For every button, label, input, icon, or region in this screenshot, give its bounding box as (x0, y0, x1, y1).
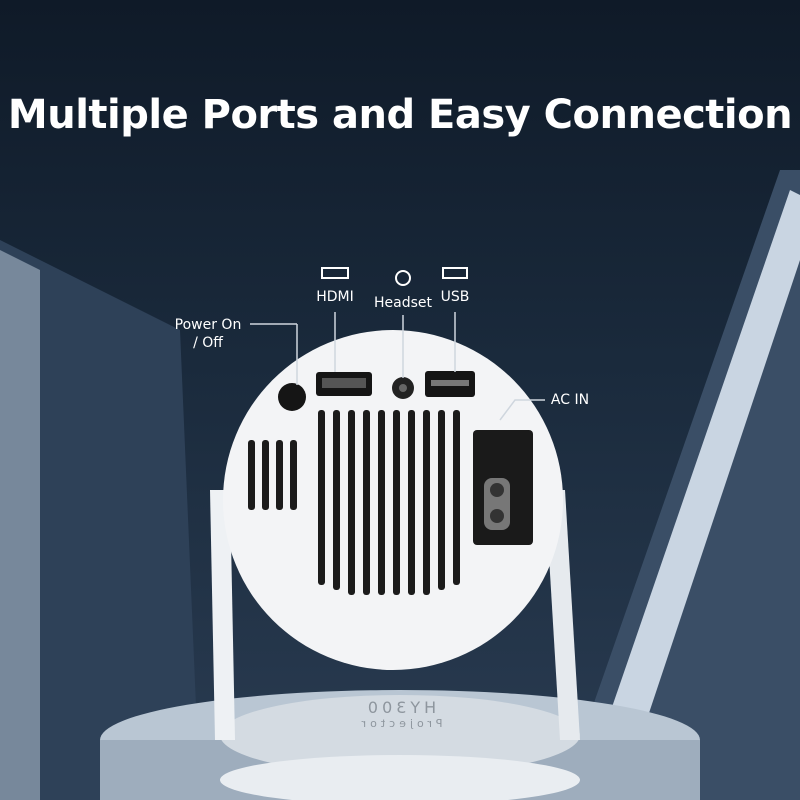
vent-slot (378, 410, 385, 595)
usb-label: USB (440, 289, 470, 305)
vent-slot (318, 410, 325, 585)
vent-slot (276, 440, 283, 510)
power-label-line1: Power On (174, 317, 242, 333)
ac-in-leader-line (499, 399, 545, 421)
headset-label: Headset (373, 295, 432, 311)
ac-in-pin (490, 509, 504, 523)
vent-slot (423, 410, 430, 595)
power-label-line2: / Off (193, 335, 223, 351)
plate-brand: HY300 (363, 698, 437, 717)
usb-port-inner (431, 380, 469, 386)
vent-slot (333, 410, 340, 590)
headset-port-inner (399, 384, 407, 392)
power-button (278, 383, 306, 411)
vent-slot (438, 410, 445, 590)
hdmi-label: HDMI (316, 289, 354, 305)
left-pillar-highlight (0, 250, 40, 800)
right-pillar-highlight (580, 190, 800, 800)
base-plate (220, 695, 580, 775)
stand-left-arm (210, 490, 235, 740)
ac-in-pin (490, 483, 504, 497)
power-label: Power On / Off (168, 316, 248, 352)
ac-in-label: AC IN (550, 392, 590, 408)
vent-slot (248, 440, 255, 510)
plate-logo: HY300 Projector (330, 698, 470, 732)
vent-slot (393, 410, 400, 595)
page-title: Multiple Ports and Easy Connection (7, 92, 793, 138)
plate-sub: Projector (357, 717, 443, 730)
left-pillar (0, 240, 200, 800)
usb-icon (442, 267, 468, 279)
vent-slot (262, 440, 269, 510)
vent-slot (408, 410, 415, 595)
vent-slot (453, 410, 460, 585)
right-pillar (560, 170, 800, 800)
vent-slot (348, 410, 355, 595)
hdmi-icon (321, 267, 349, 279)
hdmi-port-inner (322, 378, 366, 388)
base-rim (220, 755, 580, 800)
headset-jack-icon (395, 270, 411, 286)
vent-slot (363, 410, 370, 595)
vent-slot (290, 440, 297, 510)
